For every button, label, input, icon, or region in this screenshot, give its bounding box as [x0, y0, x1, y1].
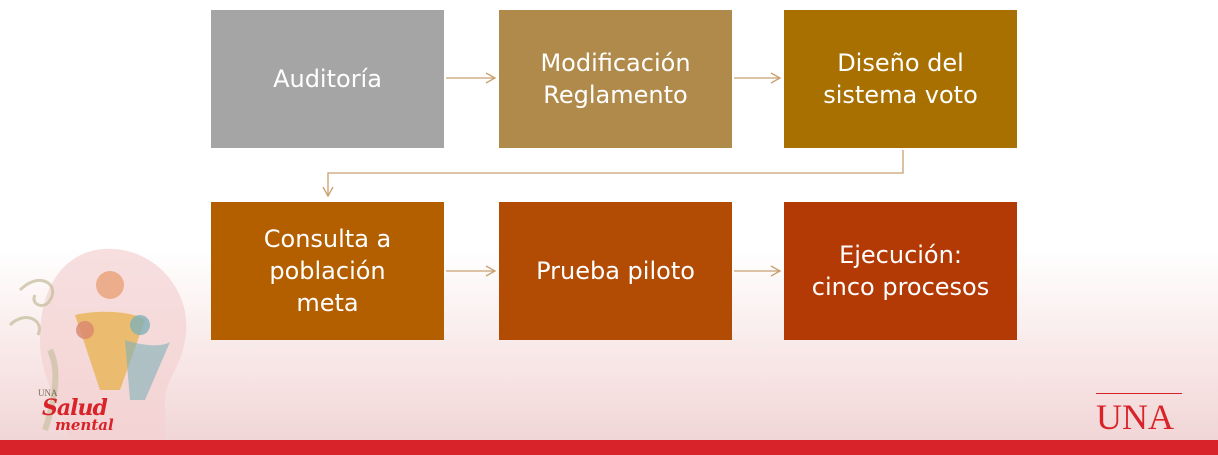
step-prueba-piloto: Prueba piloto: [499, 202, 732, 340]
step-auditoria: Auditoría: [211, 10, 444, 148]
step-consulta-poblacion-meta: Consulta a población meta: [211, 202, 444, 340]
salud-logo-prefix: UNA: [38, 388, 58, 398]
step-diseno-sistema-voto: Diseño del sistema voto: [784, 10, 1017, 148]
una-logo: UNA: [1096, 397, 1174, 437]
salud-mental-illustration: [8, 248, 187, 440]
arrow-3-4: [322, 150, 904, 198]
una-logo-rule: [1096, 393, 1182, 394]
salud-logo-line2: mental: [55, 416, 114, 434]
footer-accent-bar: [0, 440, 1218, 455]
salud-logo-line1: Salud: [42, 395, 108, 421]
step-modificacion-reglamento: Modificación Reglamento: [499, 10, 732, 148]
step-ejecucion: Ejecución: cinco procesos: [784, 202, 1017, 340]
